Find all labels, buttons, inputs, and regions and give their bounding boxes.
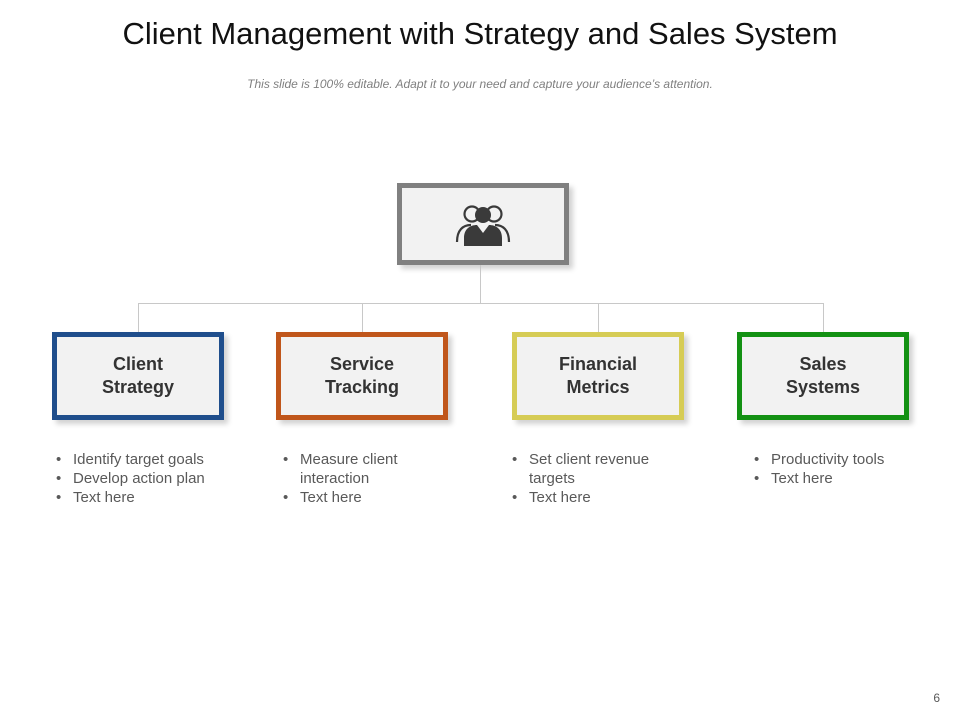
- bullet-item: Develop action plan: [54, 469, 244, 488]
- page-number: 6: [933, 691, 940, 705]
- bullet-item: Text here: [54, 488, 244, 507]
- connector-vertical-top: [480, 265, 481, 304]
- card-label: Sales Systems: [785, 354, 861, 397]
- bullet-item: Set client revenue targets: [510, 450, 670, 488]
- bullet-list-service-tracking: Measure client interaction Text here: [281, 450, 431, 507]
- bullet-item: Text here: [281, 488, 431, 507]
- card-label: Service Tracking: [324, 354, 400, 397]
- bullet-item: Identify target goals: [54, 450, 244, 469]
- top-node-box: [397, 183, 569, 265]
- bullet-list-client-strategy: Identify target goals Develop action pla…: [54, 450, 244, 507]
- bullet-item: Text here: [752, 469, 932, 488]
- connector-horizontal: [138, 303, 824, 304]
- users-group-icon: [455, 205, 511, 246]
- bullet-item: Productivity tools: [752, 450, 932, 469]
- card-label: Financial Metrics: [558, 354, 638, 397]
- connector-drop-2: [362, 303, 363, 332]
- connector-drop-4: [823, 303, 824, 332]
- connector-drop-3: [598, 303, 599, 332]
- card-label: Client Strategy: [101, 354, 175, 397]
- slide-subtitle: This slide is 100% editable. Adapt it to…: [247, 77, 713, 91]
- card-financial-metrics: Financial Metrics: [512, 332, 684, 420]
- slide-title: Client Management with Strategy and Sale…: [122, 16, 838, 51]
- card-service-tracking: Service Tracking: [276, 332, 448, 420]
- bullet-list-financial-metrics: Set client revenue targets Text here: [510, 450, 670, 507]
- bullet-item: Measure client interaction: [281, 450, 431, 488]
- card-client-strategy: Client Strategy: [52, 332, 224, 420]
- bullet-item: Text here: [510, 488, 670, 507]
- bullet-list-sales-systems: Productivity tools Text here: [752, 450, 932, 488]
- connector-drop-1: [138, 303, 139, 332]
- card-sales-systems: Sales Systems: [737, 332, 909, 420]
